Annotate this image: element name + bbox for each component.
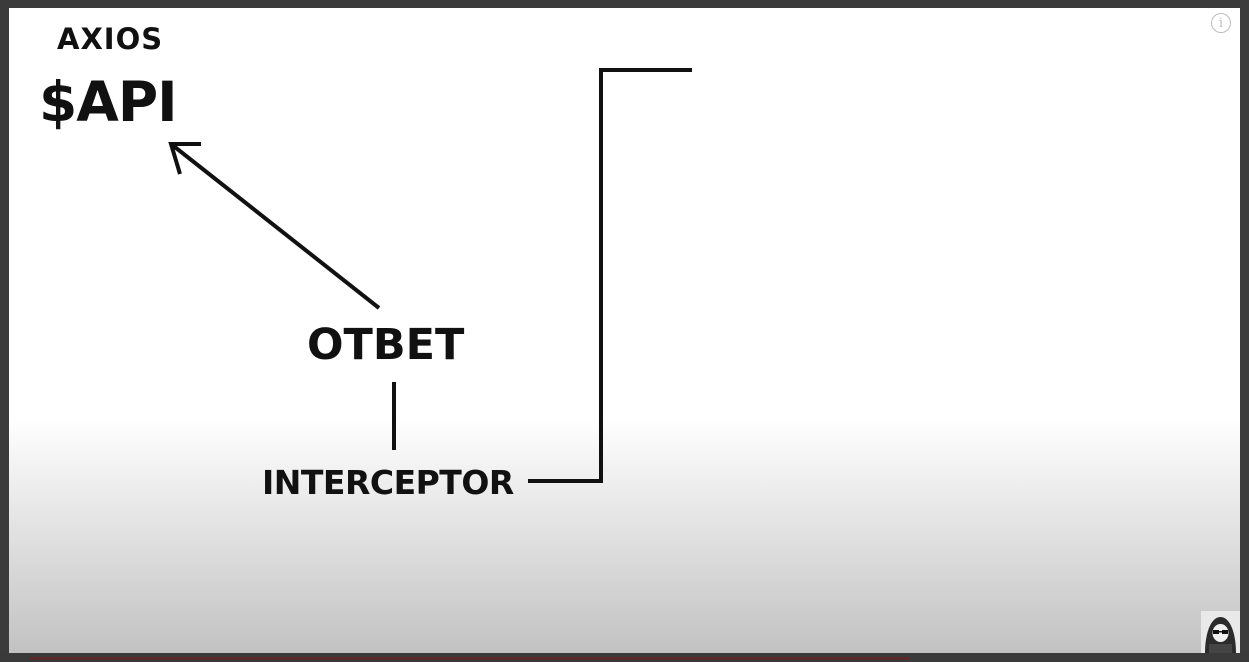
response-label: OTBET <box>307 320 465 370</box>
progress-bar[interactable] <box>30 657 910 660</box>
info-icon[interactable]: i <box>1211 13 1231 33</box>
bracket-connector <box>528 68 692 483</box>
hacker-avatar-icon <box>1201 611 1240 653</box>
video-frame: AXIOS $API OTBET INTERCEPTOR i <box>9 8 1240 653</box>
diagram-connectors <box>168 68 692 483</box>
arrow-response-to-api <box>169 142 381 310</box>
arrow-head <box>168 142 201 175</box>
axios-label: AXIOS <box>57 22 164 56</box>
interceptor-label: INTERCEPTOR <box>262 463 514 502</box>
api-label: $API <box>39 70 178 134</box>
